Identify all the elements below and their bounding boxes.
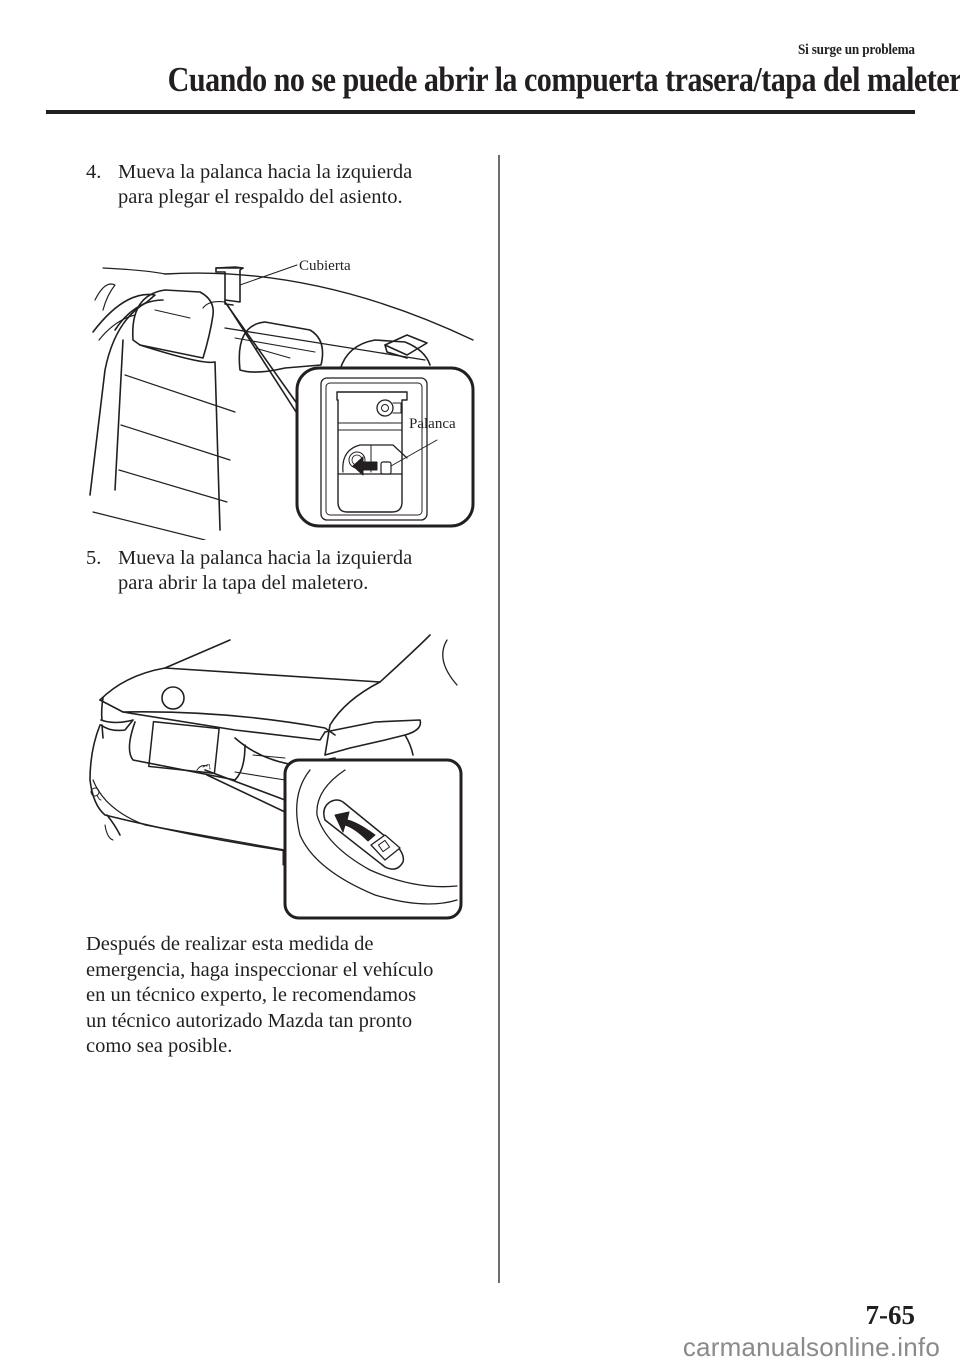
step-text-line-2: para plegar el respaldo del asiento. bbox=[118, 186, 403, 208]
trunk-lever-illustration bbox=[85, 630, 485, 930]
page-title: Cuando no se puede abrir la compuerta tr… bbox=[167, 60, 960, 99]
step-4: 4. Mueva la palanca hacia la izquierda p… bbox=[86, 160, 486, 210]
paragraph-line: Después de realizar esta medida de bbox=[86, 933, 374, 955]
step-5: 5. Mueva la palanca hacia la izquierda p… bbox=[86, 546, 486, 596]
watermark: carmanualsonline.info bbox=[682, 1332, 940, 1362]
closing-paragraph: Después de realizar esta medida de emerg… bbox=[86, 932, 486, 1060]
section-label: Si surge un problema bbox=[798, 42, 915, 58]
step-number: 5. bbox=[86, 547, 102, 569]
step-number: 4. bbox=[86, 161, 102, 183]
page-number: 7-65 bbox=[865, 1300, 916, 1330]
cover-label: Cubierta bbox=[299, 258, 351, 274]
seat-lever-illustration: Cubierta Palanca bbox=[85, 240, 485, 540]
paragraph-line: en un técnico experto, le recomendamos bbox=[86, 984, 417, 1006]
title-rule bbox=[46, 110, 915, 114]
step-text-line-2: para abrir la tapa del maletero. bbox=[118, 572, 369, 594]
column-divider bbox=[498, 155, 500, 1283]
curved-arrow-icon bbox=[334, 811, 376, 842]
step-text-line-1: Mueva la palanca hacia la izquierda bbox=[118, 547, 413, 569]
step-text-line-1: Mueva la palanca hacia la izquierda bbox=[118, 161, 413, 183]
paragraph-line: como sea posible. bbox=[86, 1035, 233, 1057]
arrow-left-icon bbox=[352, 456, 378, 476]
paragraph-line: un técnico autorizado Mazda tan pronto bbox=[86, 1009, 413, 1032]
lever-label: Palanca bbox=[409, 416, 456, 432]
paragraph-line: emergencia, haga inspeccionar el vehícul… bbox=[86, 958, 434, 981]
